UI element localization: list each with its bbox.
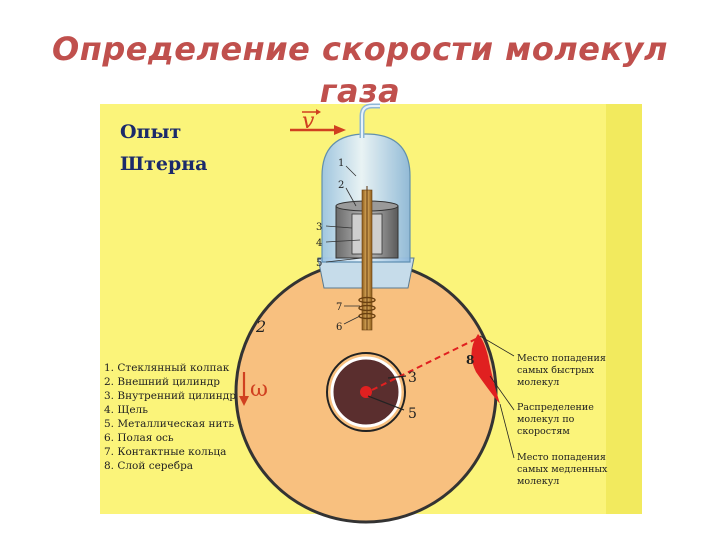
svg-text:молекул по: молекул по <box>517 414 575 425</box>
annotation-fastest: Место попадения самых быстрых молекул <box>517 353 606 388</box>
callout-3-disc: 3 <box>408 370 417 386</box>
svg-text:Распределение: Распределение <box>517 402 594 413</box>
svg-text:скоростям: скоростям <box>517 426 570 437</box>
annotation-slowest: Место попадения самых медленных молекул <box>517 452 608 487</box>
velocity-arrow-icon <box>290 109 346 135</box>
svg-text:самых медленных: самых медленных <box>517 464 608 475</box>
diagram-side-strip <box>606 104 642 514</box>
thread-dot <box>360 386 372 398</box>
title-line-2: газа <box>319 72 401 110</box>
legend-item: 2. Внешний цилиндр <box>104 376 220 388</box>
callout-3-small: 3 <box>316 222 322 233</box>
callout-5-small: 5 <box>316 258 322 269</box>
svg-text:молекул: молекул <box>517 377 559 388</box>
legend-item: 1. Стеклянный колпак <box>104 362 230 374</box>
velocity-symbol: v <box>302 109 315 134</box>
annotation-distribution: Распределение молекул по скоростям <box>517 402 594 437</box>
legend-item: 4. Щель <box>104 404 148 416</box>
callout-1: 1 <box>338 158 344 169</box>
callout-8: 8 <box>466 353 474 367</box>
contact-rings <box>358 296 376 320</box>
svg-text:Место попадения: Место попадения <box>517 353 606 364</box>
callout-6: 6 <box>336 322 342 333</box>
title-line-1: Определение скорости молекул <box>52 30 668 68</box>
legend-item: 8. Слой серебра <box>104 460 193 472</box>
callout-4: 4 <box>316 238 322 249</box>
silver-layer <box>471 334 500 404</box>
legend-item: 7. Контактные кольца <box>104 446 226 458</box>
callout-7: 7 <box>336 302 342 313</box>
slide-title: Определение скорости молекул газа <box>0 28 720 112</box>
legend-item: 5. Металлическая нить <box>104 418 234 430</box>
rotation-arrow-icon <box>239 372 249 406</box>
legend-item: 3. Внутренний цилиндр <box>104 390 236 402</box>
svg-text:молекул: молекул <box>517 476 559 487</box>
callout-2-small: 2 <box>338 180 344 191</box>
svg-text:самых быстрых: самых быстрых <box>517 365 595 376</box>
callout-2-disc: 2 <box>255 317 266 336</box>
diagram-heading-1: Опыт <box>120 121 181 143</box>
legend: 1. Стеклянный колпак 2. Внешний цилиндр … <box>104 362 236 472</box>
callout-5-disc: 5 <box>408 406 417 422</box>
svg-text:Место попадения: Место попадения <box>517 452 606 463</box>
legend-item: 6. Полая ось <box>104 432 174 444</box>
diagram-heading-2: Штерна <box>120 153 207 175</box>
omega-symbol: ω <box>250 377 268 402</box>
